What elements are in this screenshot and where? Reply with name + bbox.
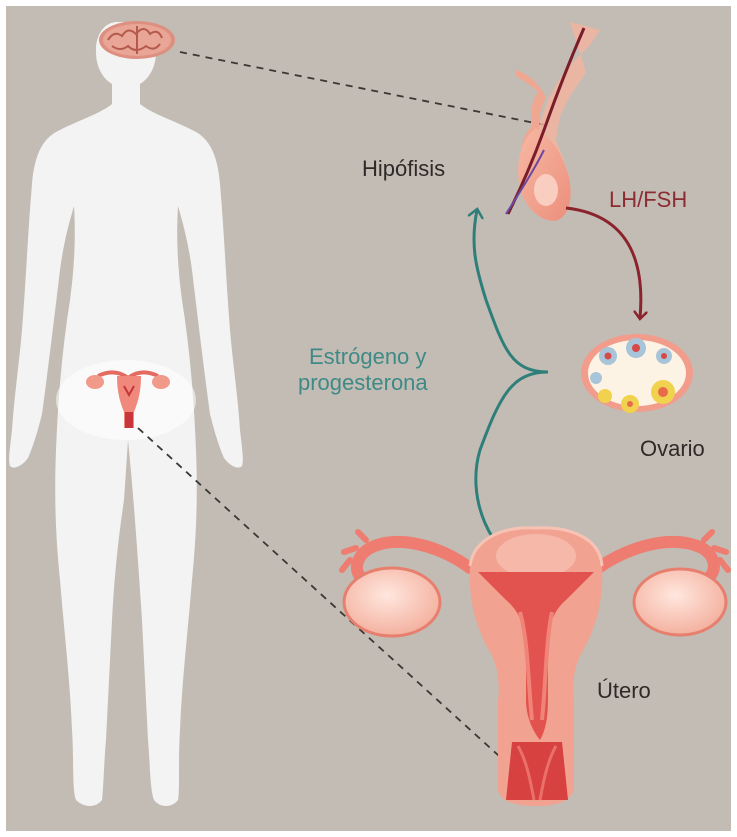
label-estrogeno-line1: Estrógeno y [309,344,426,369]
brain-icon [99,21,175,59]
label-ovario: Ovario [640,436,705,461]
label-lh-fsh: LH/FSH [609,187,687,212]
label-estrogeno-line2: progesterona [298,370,428,395]
label-utero: Útero [597,678,651,703]
label-hipofisis: Hipófisis [362,156,445,181]
